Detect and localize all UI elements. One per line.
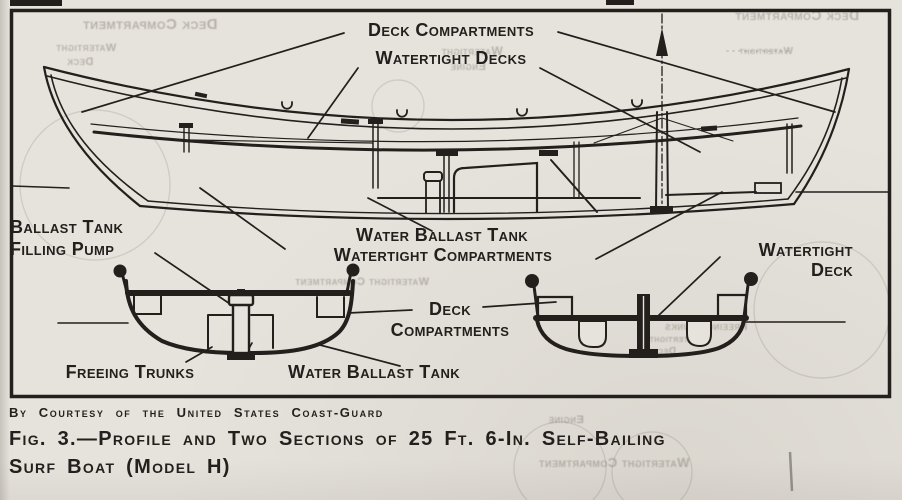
label-watertight-deck-line2: Deck (810, 260, 853, 280)
label-deck-compartments-bottom: Deck Compartments (391, 299, 510, 341)
caption-line2: Surf Boat (Model H) (9, 456, 231, 478)
figure-frame (9, 0, 892, 399)
boat-profile-drawing (11, 13, 889, 221)
label-watertight-deck: Watertight Deck (759, 240, 853, 280)
bleed-arcs (19, 50, 891, 500)
label-deck-bottom-line2: Compartments (390, 320, 510, 340)
label-ballast-tank-line2: Filling Pump (10, 239, 115, 259)
midship-section-drawing (57, 263, 360, 360)
label-watertight-deck-line1: Watertight (758, 240, 853, 260)
label-deck-compartments: Deck Compartments (367, 20, 535, 40)
figure-caption: Fig. 3.—Profile and Two Sections of 25 F… (9, 425, 666, 481)
leader-lines (81, 31, 836, 367)
label-water-ballast-tank-bottom: Water Ballast Tank (287, 362, 461, 382)
credit-line: By Courtesy of the United States Coast-G… (9, 405, 384, 420)
bow-section-drawing (525, 272, 846, 358)
label-ballast-tank-line1: Ballast Tank (10, 217, 124, 237)
label-water-ballast-tank-mid: Water Ballast Tank (355, 225, 529, 245)
label-watertight-decks: Watertight Decks (375, 48, 527, 68)
label-watertight-compartments: Watertight Compartments (333, 245, 553, 265)
caption-line1: Fig. 3.—Profile and Two Sections of 25 F… (9, 428, 666, 450)
label-freeing-trunks: Freeing Trunks (65, 362, 195, 382)
label-ballast-tank-filling-pump: Ballast Tank Filling Pump (10, 216, 123, 260)
label-deck-bottom-line1: Deck (428, 299, 472, 319)
